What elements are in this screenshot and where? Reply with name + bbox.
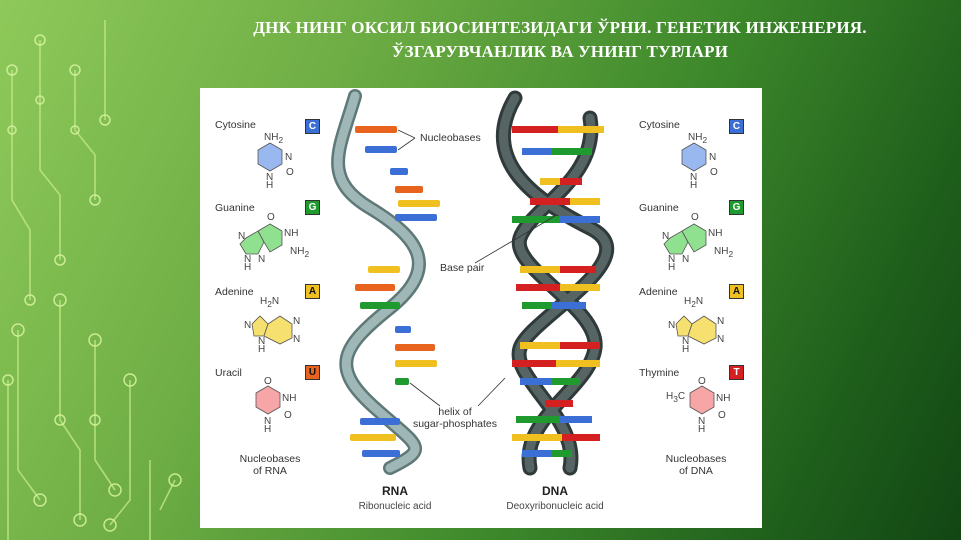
helix-illustration bbox=[239, 89, 717, 476]
dna-cytosine-nh2: NH2 bbox=[688, 132, 708, 145]
rna-cytosine-h: H bbox=[266, 180, 274, 191]
dna-adenine-h2n: H2N bbox=[684, 296, 704, 309]
rna-title: RNA bbox=[382, 484, 408, 498]
slide-title: ДНК НИНГ ОКСИЛ БИОСИНТЕЗИДАГИ ЎРНИ. ГЕНЕ… bbox=[190, 16, 930, 64]
dna-guanine-o: O bbox=[691, 212, 699, 223]
rna-uracil-h: H bbox=[264, 424, 272, 435]
rna-adenine-h: H bbox=[258, 344, 266, 355]
dna-guanine-n1: N bbox=[662, 231, 670, 242]
dna-adenine-n3: N bbox=[668, 320, 676, 331]
dna-guanine-n3: N bbox=[668, 254, 676, 265]
dna-badge-g: G bbox=[729, 200, 744, 215]
base-pair-callout: Base pair bbox=[440, 262, 485, 274]
dna-cytosine-n2: N bbox=[690, 172, 698, 183]
dna-base-name-guanine: Guanine bbox=[639, 202, 679, 214]
title-line-1: ДНК НИНГ ОКСИЛ БИОСИНТЕЗИДАГИ ЎРНИ. ГЕНЕ… bbox=[253, 18, 867, 37]
dna-thymine-nh: NH bbox=[716, 393, 731, 404]
rna-guanine-n3: N bbox=[244, 254, 252, 265]
title-line-2: ЎЗГАРУВЧАНЛИК ВА УНИНГ ТУРЛАРИ bbox=[391, 42, 729, 61]
dna-base-pairs bbox=[512, 126, 604, 457]
dna-subtitle: Deoxyribonucleic acid bbox=[506, 501, 604, 512]
dna-badge-c: C bbox=[729, 119, 744, 134]
rna-cytosine-o: O bbox=[286, 167, 294, 178]
dna-guanine-h: H bbox=[668, 262, 676, 273]
rna-base-name-cytosine: Cytosine bbox=[215, 119, 256, 131]
rna-guanine-n2: N bbox=[258, 254, 266, 265]
dna-badge-a: A bbox=[729, 284, 744, 299]
rna-cytosine-n: N bbox=[285, 152, 293, 163]
dna-cytosine-o: O bbox=[710, 167, 718, 178]
rna-uracil-nh: NH bbox=[282, 393, 297, 404]
rna-badge-c: C bbox=[305, 119, 320, 134]
dna-helix bbox=[496, 90, 615, 476]
rna-adenine-n3: N bbox=[244, 320, 252, 331]
rna-base-name-adenine: Adenine bbox=[215, 286, 254, 298]
dna-adenine-n2: N bbox=[717, 334, 725, 345]
circuit-decoration bbox=[2, 20, 182, 540]
rna-adenine-h2n: H2N bbox=[260, 296, 280, 309]
rna-helix bbox=[331, 89, 440, 475]
rna-guanine-nh: NH bbox=[284, 228, 299, 239]
nucleobases-callout: Nucleobases bbox=[420, 132, 481, 144]
pointer-lines bbox=[397, 129, 556, 407]
dna-guanine-nh2: NH2 bbox=[714, 246, 734, 259]
dna-guanine-nh: NH bbox=[708, 228, 723, 239]
rna-badge-u: U bbox=[305, 365, 320, 380]
rna-adenine-n1: N bbox=[293, 316, 301, 327]
dna-title: DNA bbox=[542, 484, 568, 498]
rna-adenine-n4: N bbox=[258, 336, 266, 347]
dna-badge-t: T bbox=[729, 365, 744, 380]
rna-base-name-uracil: Uracil bbox=[215, 367, 242, 379]
molecule-structures bbox=[239, 142, 717, 415]
rna-guanine-nh2: NH2 bbox=[290, 246, 310, 259]
rna-subtitle: Ribonucleic acid bbox=[358, 501, 432, 512]
rna-guanine-o: O bbox=[267, 212, 275, 223]
dna-rna-diagram: Cytosine C Guanine G Adenine A Uracil U … bbox=[200, 88, 762, 528]
dna-cytosine-h: H bbox=[690, 180, 698, 191]
rna-cytosine-n2: N bbox=[266, 172, 274, 183]
dna-thymine-o1: O bbox=[698, 376, 706, 387]
dna-thymine-n: N bbox=[698, 416, 706, 427]
dna-base-name-thymine: Thymine bbox=[639, 367, 680, 379]
dna-base-name-adenine: Adenine bbox=[639, 286, 678, 298]
rna-uracil-o2: O bbox=[284, 410, 292, 421]
dna-adenine-n4: N bbox=[682, 336, 690, 347]
rna-guanine-n1: N bbox=[238, 231, 246, 242]
dna-thymine-o2: O bbox=[718, 410, 726, 421]
rna-uracil-o1: O bbox=[264, 376, 272, 387]
rna-cytosine-nh2: NH2 bbox=[264, 132, 284, 145]
rna-guanine-h: H bbox=[244, 262, 252, 273]
dna-adenine-h: H bbox=[682, 344, 690, 355]
dna-cytosine-n: N bbox=[709, 152, 717, 163]
dna-thymine-h3c: H3C bbox=[666, 391, 686, 404]
helix-callout: helix of sugar-phosphates bbox=[412, 406, 498, 430]
rna-badge-a: A bbox=[305, 284, 320, 299]
dna-adenine-n1: N bbox=[717, 316, 725, 327]
rna-base-name-guanine: Guanine bbox=[215, 202, 255, 214]
rna-nucleobases-caption: Nucleobases of RNA bbox=[239, 453, 301, 477]
rna-badge-g: G bbox=[305, 200, 320, 215]
dna-thymine-h: H bbox=[698, 424, 706, 435]
rna-uracil-n: N bbox=[264, 416, 272, 427]
rna-adenine-n2: N bbox=[293, 334, 301, 345]
dna-base-name-cytosine: Cytosine bbox=[639, 119, 680, 131]
dna-nucleobases-caption: Nucleobases of DNA bbox=[665, 453, 727, 477]
dna-guanine-n2: N bbox=[682, 254, 690, 265]
